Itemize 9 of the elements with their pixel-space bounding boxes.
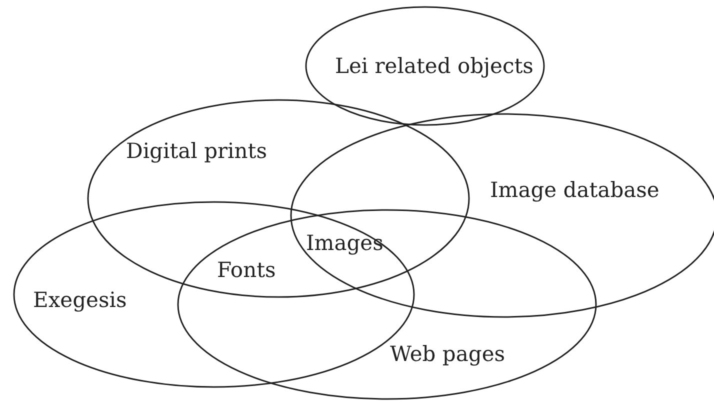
set-label: Digital prints	[126, 141, 268, 162]
set-label: Image database	[490, 180, 660, 201]
set-ellipse	[177, 209, 597, 400]
set-label: Lei related objects	[335, 56, 534, 77]
set-label: Web pages	[390, 344, 506, 365]
overlap-label: Fonts	[217, 260, 276, 281]
overlap-label: Images	[306, 233, 384, 254]
set-ellipse	[305, 6, 545, 126]
set-label: Exegesis	[33, 290, 127, 311]
